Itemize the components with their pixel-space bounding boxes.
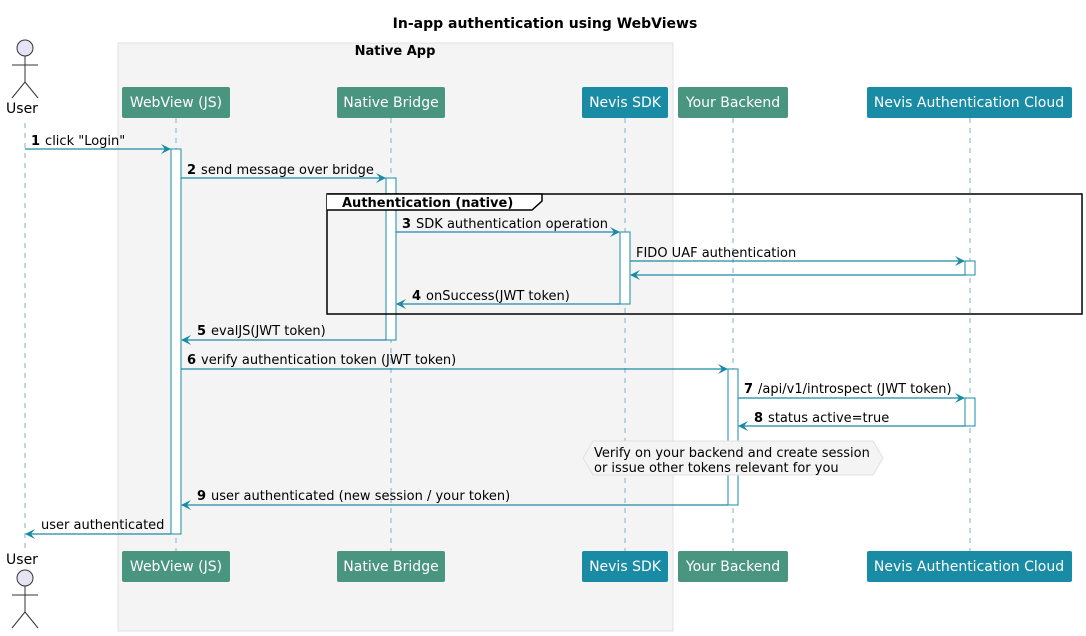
participant-sdk-bottom: Nevis SDK	[582, 551, 668, 582]
note-line-1: Verify on your backend and create sessio…	[594, 446, 870, 461]
participant-cloud-top-label: Nevis Authentication Cloud	[874, 95, 1064, 111]
participant-bridge-bottom-label: Native Bridge	[343, 559, 438, 575]
participant-bridge-top-label: Native Bridge	[343, 95, 438, 111]
participant-cloud-bottom: Nevis Authentication Cloud	[867, 551, 1072, 582]
participant-webview-bottom-label: WebView (JS)	[130, 559, 222, 575]
participant-webview-bottom: WebView (JS)	[122, 551, 230, 582]
participant-webview-top-label: WebView (JS)	[130, 95, 222, 111]
message-fido-label: FIDO UAF authentication	[636, 246, 796, 261]
activation-cloud-2	[964, 397, 976, 427]
actor-user-bottom-label: User	[6, 552, 38, 568]
actor-user-top-icon	[11, 39, 39, 99]
actor-user-bottom-icon	[11, 569, 39, 629]
participant-cloud-bottom-label: Nevis Authentication Cloud	[874, 559, 1064, 575]
participant-sdk-bottom-label: Nevis SDK	[589, 559, 662, 575]
participant-bridge-bottom: Native Bridge	[337, 551, 445, 582]
participant-bridge-top: Native Bridge	[337, 87, 445, 118]
activation-backend	[727, 368, 739, 506]
message-7-label: 7/api/v1/introspect (JWT token)	[744, 382, 952, 397]
group-label: Authentication (native)	[342, 196, 513, 211]
participant-sdk-top: Nevis SDK	[582, 87, 668, 118]
message-final-label: user authenticated	[41, 518, 164, 533]
participant-cloud-top: Nevis Authentication Cloud	[867, 87, 1072, 118]
activation-sdk	[619, 231, 631, 305]
group-authentication-native: Authentication (native)	[326, 193, 1083, 315]
participant-webview-top: WebView (JS)	[122, 87, 230, 118]
participant-sdk-top-label: Nevis SDK	[589, 95, 662, 111]
native-app-box-label: Native App	[355, 44, 436, 59]
participant-backend-top-label: Your Backend	[685, 95, 780, 111]
note-line-2: or issue other tokens relevant for you	[594, 461, 839, 476]
actor-user-top-label: User	[6, 101, 38, 117]
note-hexagon: Verify on your backend and create sessio…	[582, 440, 884, 476]
activation-bridge	[385, 177, 397, 341]
activation-webview	[170, 148, 182, 535]
diagram-title: In-app authentication using WebViews	[393, 16, 698, 32]
activation-cloud-1	[964, 260, 976, 276]
participant-backend-bottom-label: Your Backend	[685, 559, 780, 575]
participant-backend-bottom: Your Backend	[678, 551, 788, 582]
participant-backend-top: Your Backend	[678, 87, 788, 118]
